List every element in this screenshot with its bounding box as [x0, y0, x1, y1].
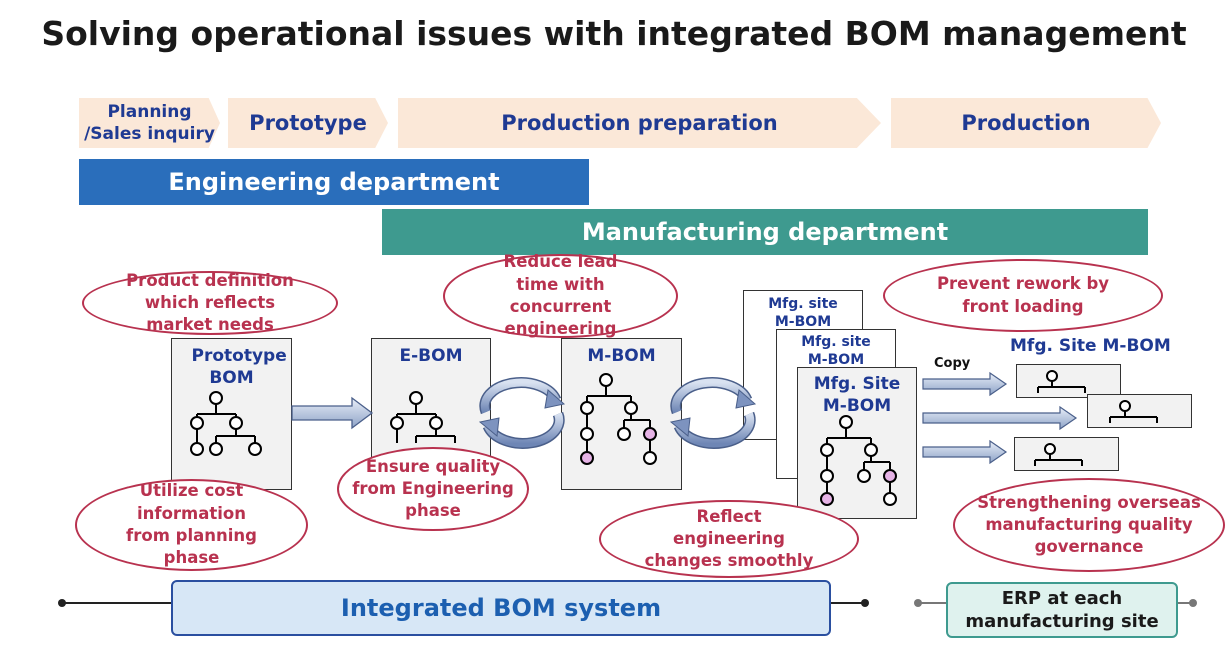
page-title: Solving operational issues with integrat…: [41, 14, 1187, 53]
manufacturing-department-bar: Manufacturing department: [382, 209, 1148, 255]
site-box-3-tree-icon: [1034, 443, 1083, 466]
prototype-to-ebom-arrow: [291, 396, 374, 430]
ebom-title: E-BOM: [399, 346, 463, 366]
prototype-bom-tree-icon: [190, 391, 262, 456]
oval-utilize-cost: Utilize cost information from planning p…: [75, 479, 308, 571]
site-box-3: [1014, 437, 1119, 471]
oval-product-definition: Product definition which reflects market…: [82, 271, 338, 335]
integrated-bom-system-box: Integrated BOM system: [171, 580, 831, 636]
phase-planning: Planning /Sales inquiry: [79, 98, 220, 148]
mfg-site-mbom-tree-icon: [820, 415, 897, 506]
mfg-site-mbom-doc-front: Mfg. Site M-BOM: [797, 367, 917, 519]
prototype-bom-title: Prototype BOM: [191, 346, 287, 389]
mfg-site-mbom-label: Mfg. Site M-BOM: [1010, 336, 1171, 356]
oval-ensure-quality: Ensure quality from Engineering phase: [337, 447, 529, 531]
integrated-bom-connector: [58, 599, 869, 607]
site-box-2-tree-icon: [1109, 400, 1158, 423]
mfg-site-mbom-front-title: Mfg. Site M-BOM: [813, 374, 901, 417]
mbom-title: M-BOM: [587, 346, 656, 366]
copy-arrow-1: [922, 371, 1008, 397]
phase-production-preparation: Production preparation: [398, 98, 881, 148]
copy-arrow-3: [922, 439, 1008, 465]
mbom-doc: M-BOM: [561, 338, 682, 490]
sync-cycle-icon-1: [478, 377, 566, 449]
phase-production: Production: [891, 98, 1161, 148]
site-box-1: [1016, 364, 1121, 398]
erp-box: ERP at each manufacturing site: [946, 582, 1178, 638]
copy-label: Copy: [934, 356, 971, 371]
oval-reflect-changes: Reflect engineering changes smoothly: [599, 500, 859, 578]
phase-prototype: Prototype: [228, 98, 388, 148]
oval-strengthening: Strengthening overseas manufacturing qua…: [953, 478, 1225, 572]
mfg-site-mbom-back-title: Mfg. site M-BOM: [768, 296, 838, 331]
ebom-tree-icon: [390, 391, 456, 443]
engineering-department-bar: Engineering department: [79, 159, 589, 205]
copy-arrow-2: [922, 405, 1078, 431]
mfg-site-mbom-mid-title: Mfg. site M-BOM: [801, 334, 871, 369]
oval-reduce-lead-time: Reduce lead time with concurrent enginee…: [443, 252, 678, 338]
site-box-1-tree-icon: [1037, 370, 1086, 393]
mbom-tree-icon: [580, 373, 657, 465]
site-box-2: [1087, 394, 1192, 428]
erp-connector: [914, 599, 1197, 607]
sync-cycle-icon-2: [669, 377, 757, 449]
oval-prevent-rework: Prevent rework by front loading: [883, 259, 1163, 332]
